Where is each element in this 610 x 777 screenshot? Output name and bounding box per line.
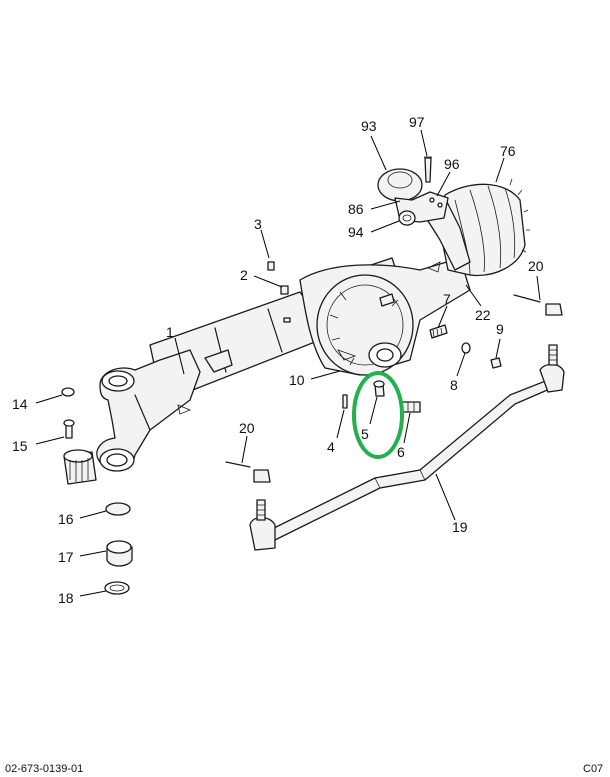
callout-22: 22 <box>475 307 491 323</box>
callout-96: 96 <box>444 156 460 172</box>
callout-9: 9 <box>496 321 504 337</box>
callout-20-right: 20 <box>528 258 544 274</box>
fasteners-upper <box>267 261 291 323</box>
fasteners-lower <box>342 380 421 413</box>
callout-2: 2 <box>240 267 248 283</box>
callout-76: 76 <box>500 143 516 159</box>
callout-19: 19 <box>452 519 468 535</box>
callout-18: 18 <box>58 590 74 606</box>
callout-14: 14 <box>12 396 28 412</box>
callout-6: 6 <box>397 444 405 460</box>
differential-housing <box>299 257 471 376</box>
callout-17: 17 <box>58 549 74 565</box>
callout-8: 8 <box>450 377 458 393</box>
callout-20-left: 20 <box>239 420 255 436</box>
callout-16: 16 <box>58 511 74 527</box>
callout-3: 3 <box>254 216 262 232</box>
callout-5: 5 <box>361 426 369 442</box>
callout-94: 94 <box>348 224 364 240</box>
leader-lines <box>35 129 541 597</box>
callout-86: 86 <box>348 201 364 217</box>
tie-rod <box>225 294 565 551</box>
callout-97: 97 <box>409 114 425 130</box>
callout-labels: 1 2 3 4 5 6 7 8 9 10 14 15 16 17 18 19 2… <box>12 114 544 606</box>
callout-15: 15 <box>12 438 28 454</box>
fasteners-right <box>429 324 502 369</box>
document-part-number: 02-673-0139-01 <box>5 763 83 775</box>
callout-10: 10 <box>289 372 305 388</box>
callout-7: 7 <box>443 291 451 307</box>
king-pin-parts <box>61 387 133 595</box>
king-pin-stub <box>63 449 97 485</box>
document-page-code: C07 <box>583 763 603 775</box>
highlight-ring <box>352 371 404 459</box>
callout-1: 1 <box>166 324 174 340</box>
callout-4: 4 <box>327 439 335 455</box>
brake-actuator <box>377 156 449 226</box>
callout-93: 93 <box>361 118 377 134</box>
